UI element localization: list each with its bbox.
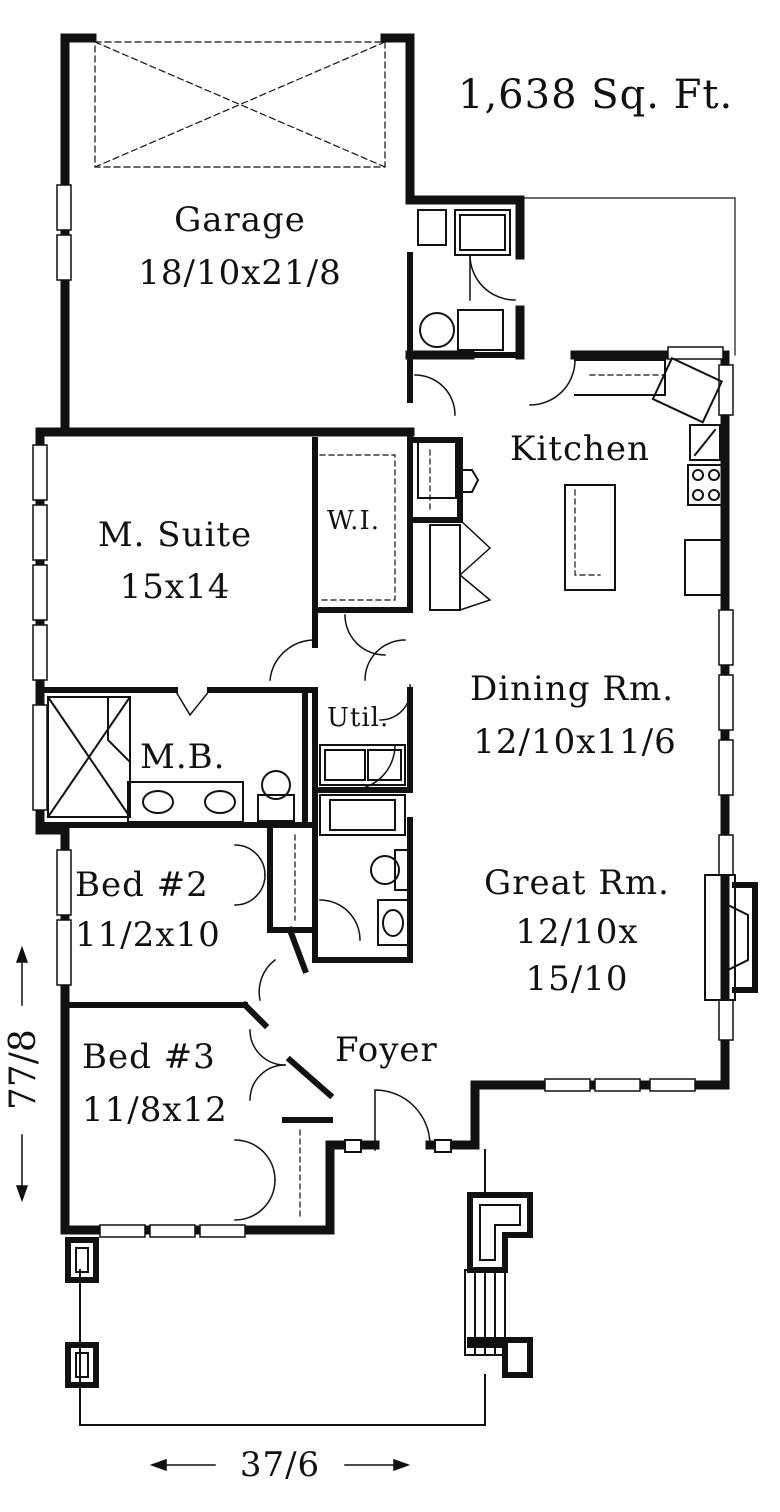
porch-column-inner [75, 1204, 521, 1378]
square-footage-title: 1,638 Sq. Ft. [458, 72, 734, 118]
patio-outline [519, 197, 736, 356]
windows [32, 184, 734, 1238]
fireplace [704, 874, 758, 1001]
kitchen-fixtures [417, 356, 726, 611]
great-room-size-line2: 15/10 [525, 959, 629, 999]
width-dimension: 37/6 [239, 1445, 321, 1485]
master-suite-size: 15x14 [119, 567, 231, 607]
walk-in-closet-name: W.I. [327, 506, 380, 536]
utility-name: Util. [327, 703, 390, 733]
dimension-arrows [15, 945, 411, 1472]
bed3-name: Bed #3 [82, 1037, 216, 1077]
interior-walls [37, 252, 523, 1123]
closet-shelves [294, 374, 666, 1221]
great-room-size-line1: 12/10x [515, 912, 639, 952]
garage-name: Garage [174, 200, 306, 240]
porch-columns [65, 1192, 533, 1388]
master-bath-name: M.B. [140, 737, 226, 777]
dining-room-name: Dining Rm. [469, 669, 675, 709]
porch [79, 1149, 506, 1426]
kitchen-name: Kitchen [510, 429, 650, 469]
depth-dimension: 77/8 [3, 1029, 44, 1110]
garage-fixtures [417, 209, 511, 351]
bath-fixtures [46, 695, 410, 946]
door-swings [173, 254, 576, 1221]
dining-room-size: 12/10x11/6 [473, 722, 677, 762]
foyer-name: Foyer [335, 1030, 438, 1070]
garage-size: 18/10x21/8 [138, 253, 342, 293]
great-room-name: Great Rm. [484, 863, 670, 903]
bed2-size: 11/2x10 [75, 915, 221, 955]
master-suite-name: M. Suite [97, 515, 253, 555]
bed2-name: Bed #2 [75, 865, 209, 905]
garage-door-outline [94, 41, 386, 168]
entry-pads [344, 1139, 452, 1153]
bed3-size: 11/8x12 [82, 1090, 228, 1130]
